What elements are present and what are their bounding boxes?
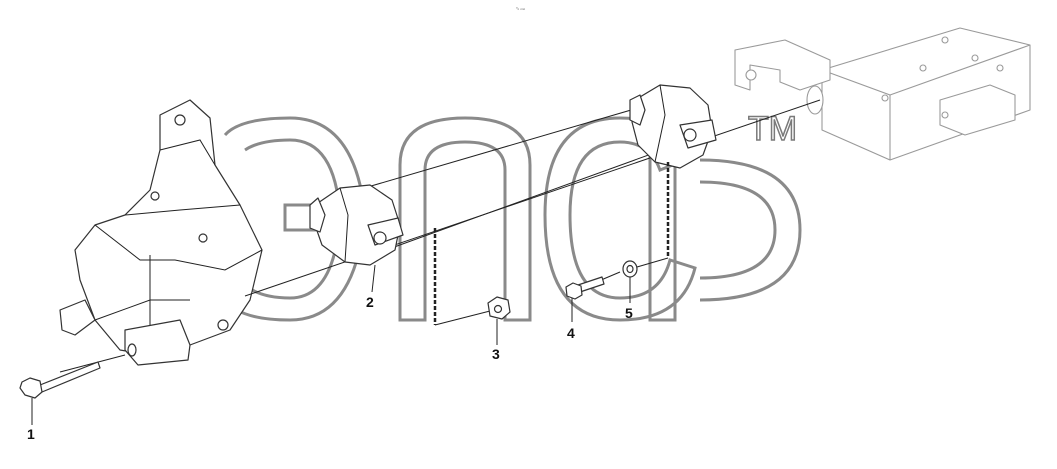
callout-labels: 1 2 3 4 5 (27, 294, 633, 442)
torque-rod-assembly (309, 84, 717, 266)
left-bracket (59, 99, 263, 366)
callout-leaders (31, 264, 631, 425)
watermark-trademark: TM (748, 110, 797, 148)
right-mount-block (734, 27, 1031, 161)
callout-4: 4 (567, 325, 575, 341)
top-mark: ⁰ₙ ₙₙₙ (516, 6, 526, 11)
bolt-long (19, 361, 101, 399)
callout-5: 5 (625, 305, 633, 321)
callout-3: 3 (492, 346, 500, 362)
callout-2: 2 (366, 294, 374, 310)
assembly-axis-lines (59, 99, 821, 373)
dashed-assembly-lines (433, 162, 670, 326)
washer (622, 260, 638, 278)
bolt-short (565, 276, 605, 300)
nut (487, 296, 511, 320)
watermark-letter-2 (398, 116, 532, 322)
callout-1: 1 (27, 426, 35, 442)
